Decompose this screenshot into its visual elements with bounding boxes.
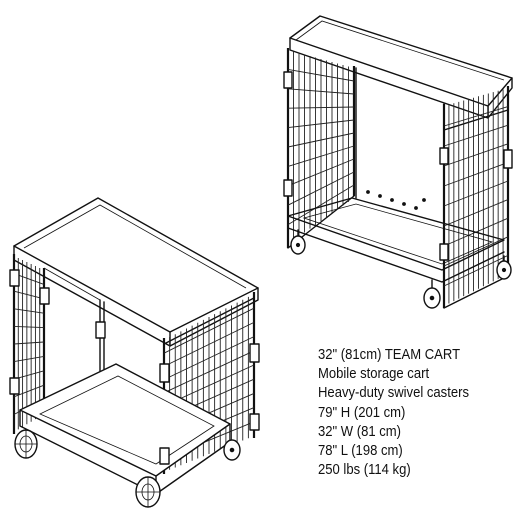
grid-wire — [287, 184, 355, 225]
grid-wire — [287, 68, 355, 82]
grid-wire — [287, 132, 355, 148]
spec-width: 32" W (81 cm) — [318, 422, 402, 440]
grid-wire — [163, 307, 255, 354]
grid-wire — [13, 308, 45, 314]
grid-wire — [443, 161, 509, 187]
spec-height: 79" H (201 cm) — [318, 403, 406, 421]
grid-wire — [443, 106, 509, 127]
caster-wheel — [423, 279, 441, 309]
caster-wheel — [223, 439, 241, 461]
caster-wheel — [14, 429, 38, 459]
grid-wire — [287, 119, 355, 129]
grid-wire — [287, 171, 355, 206]
grid-wire — [443, 199, 509, 227]
left-grid-panel — [286, 48, 356, 249]
caster-wheel — [496, 255, 512, 280]
caster-wheel — [290, 229, 306, 255]
grid-wire — [13, 290, 45, 300]
grid-wire — [13, 355, 45, 363]
right-grid-panel — [442, 86, 510, 309]
spec-length: 78" L (198 cm) — [318, 442, 403, 460]
grid-wire — [287, 145, 355, 167]
grid-wire — [13, 325, 45, 329]
spec-title: 32" (81cm) TEAM CART — [318, 346, 461, 363]
grid-wire — [287, 158, 355, 187]
grid-wire — [13, 384, 45, 398]
spec-description: Mobile storage cart — [318, 365, 430, 383]
cart-illustration-rear-view — [283, 15, 513, 309]
grid-wire — [163, 350, 255, 394]
spec-casters: Heavy-duty swivel casters — [318, 384, 469, 402]
grid-wire — [287, 106, 355, 109]
grid-wire — [443, 180, 509, 207]
grid-wire — [13, 341, 45, 345]
grid-wire — [443, 143, 509, 167]
grid-wire — [163, 321, 255, 367]
grid-wire — [287, 88, 355, 95]
spec-weight: 250 lbs (114 kg) — [318, 461, 411, 479]
product-specifications: 32" (81cm) TEAM CART Mobile storage cart… — [318, 345, 495, 479]
grid-wire — [443, 124, 509, 147]
grid-wire — [443, 254, 509, 287]
caster-wheel — [135, 476, 161, 508]
grid-wire — [443, 236, 509, 267]
grid-wire — [163, 336, 255, 381]
cart-illustration-front-view — [9, 197, 260, 508]
tray-rivets — [366, 190, 426, 210]
